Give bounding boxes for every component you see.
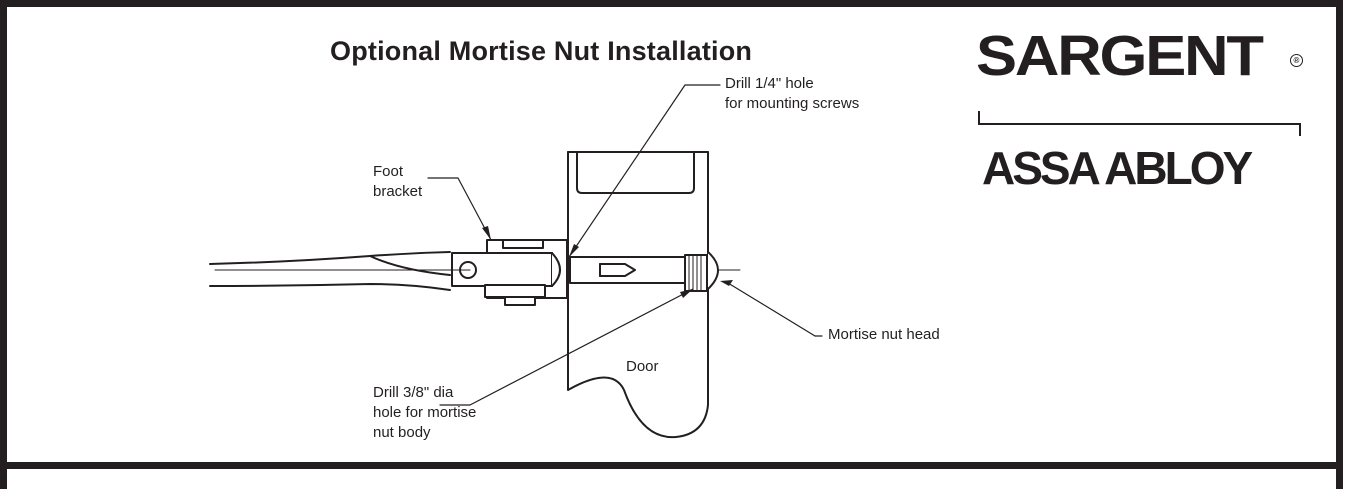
leader-lines: [427, 84, 823, 406]
diagram-title: Optional Mortise Nut Installation: [330, 36, 753, 66]
frame-right-border: [1336, 0, 1355, 489]
registered-mark: ®: [1290, 54, 1303, 67]
assa-abloy-logo-text: ASSA ABLOY: [982, 142, 1253, 194]
drill-three-eighths-label: Drill 3/8" dia hole for mortise nut body: [373, 384, 477, 441]
mortise-nut-head-label: Mortise nut head: [828, 326, 940, 343]
door-section: [567, 151, 709, 439]
frame-bottom-divider: [0, 462, 1343, 469]
door-label: Door: [626, 358, 659, 375]
frame-left-border: [0, 0, 7, 489]
leader-arrowheads: [482, 226, 733, 298]
drill-quarter-inch-label: Drill 1/4" hole for mounting screws: [725, 75, 860, 112]
foot-bracket-label: Foot bracket: [373, 163, 423, 200]
sargent-logo-text: SARGENT: [976, 24, 1264, 88]
frame-top-border: [0, 0, 1355, 7]
foot-bracket-part: [431, 239, 568, 306]
mortise-nut-body: [569, 251, 719, 292]
